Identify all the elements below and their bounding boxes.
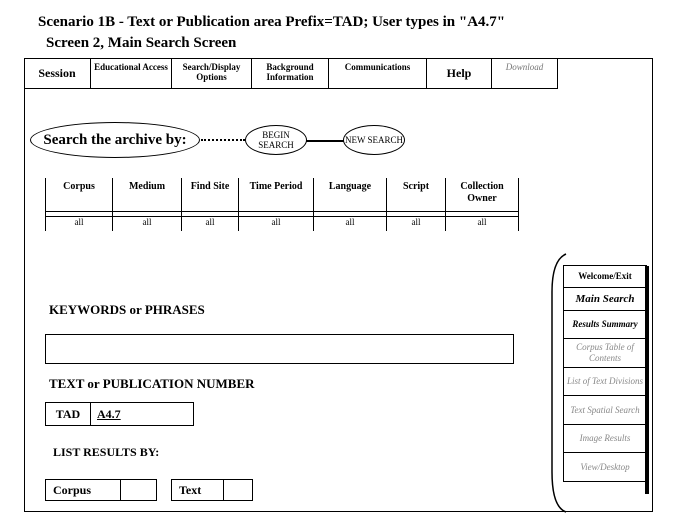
sidebar-image-results[interactable]: Image Results — [563, 423, 647, 454]
filter-header-time-period[interactable]: Time Period — [238, 178, 314, 212]
sidebar-list-text-divisions[interactable]: List of Text Divisions — [563, 366, 647, 397]
filter-header-corpus[interactable]: Corpus — [45, 178, 113, 212]
text-number-prefix: TAD — [46, 403, 91, 425]
filter-value-corpus[interactable]: all — [45, 216, 113, 231]
filter-header-collection-owner[interactable]: Collection Owner — [445, 178, 519, 212]
list-by-text[interactable]: Text — [171, 479, 253, 501]
filter-header-script[interactable]: Script — [386, 178, 446, 212]
menu-search-display-options[interactable]: Search/Display Options — [172, 58, 252, 88]
menu-session[interactable]: Session — [24, 58, 91, 88]
sidebar-main-search[interactable]: Main Search — [563, 287, 647, 311]
sidebar-view-desktop[interactable]: View/Desktop — [563, 452, 647, 482]
sidebar-results-summary[interactable]: Results Summary — [563, 309, 647, 340]
menu-help[interactable]: Help — [427, 58, 492, 88]
screen-subtitle: Screen 2, Main Search Screen — [46, 35, 237, 51]
filter-value-medium[interactable]: all — [112, 216, 182, 231]
list-by-corpus-label: Corpus — [46, 480, 121, 500]
sidebar-bracket — [551, 253, 567, 513]
scenario-title: Scenario 1B - Text or Publication area P… — [38, 14, 506, 30]
text-number-field: TAD A4.7 — [45, 402, 194, 426]
sidebar-nav: Welcome/Exit Main Search Results Summary… — [563, 264, 648, 482]
filter-value-time-period[interactable]: all — [238, 216, 314, 231]
search-archive-label: Search the archive by: — [30, 122, 200, 158]
sidebar-text-spatial-search[interactable]: Text Spatial Search — [563, 395, 647, 425]
menu-educational-access[interactable]: Educational Access — [91, 58, 172, 88]
list-results-label: LIST RESULTS BY: — [53, 445, 160, 459]
menu-communications[interactable]: Communications — [329, 58, 427, 88]
list-by-corpus[interactable]: Corpus — [45, 479, 157, 501]
sidebar-welcome-exit[interactable]: Welcome/Exit — [563, 264, 647, 289]
filter-value-script[interactable]: all — [386, 216, 446, 231]
begin-search-button[interactable]: BEGIN SEARCH — [245, 125, 307, 155]
text-number-input[interactable]: A4.7 — [97, 406, 121, 421]
window-frame — [24, 58, 653, 512]
keywords-label: KEYWORDS or PHRASES — [49, 302, 205, 317]
filter-header-language[interactable]: Language — [313, 178, 387, 212]
filter-header-find-site[interactable]: Find Site — [181, 178, 239, 212]
sidebar-shadow — [645, 266, 649, 494]
menu-download[interactable]: Download — [492, 58, 558, 88]
menu-background-information[interactable]: Background Information — [252, 58, 329, 88]
text-number-label: TEXT or PUBLICATION NUMBER — [49, 376, 255, 391]
filter-header-medium[interactable]: Medium — [112, 178, 182, 212]
new-search-button[interactable]: NEW SEARCH — [343, 125, 405, 155]
filter-table: Corpus Medium Find Site Time Period Lang… — [45, 178, 519, 231]
solid-connector — [306, 140, 344, 142]
sidebar-corpus-toc[interactable]: Corpus Table of Contents — [563, 338, 647, 368]
filter-value-language[interactable]: all — [313, 216, 387, 231]
menu-bar: Session Educational Access Search/Displa… — [24, 58, 558, 89]
filter-value-find-site[interactable]: all — [181, 216, 239, 231]
keywords-input[interactable] — [45, 334, 514, 364]
filter-value-collection-owner[interactable]: all — [445, 216, 519, 231]
dotted-connector — [201, 139, 245, 141]
list-by-text-label: Text — [172, 480, 224, 500]
